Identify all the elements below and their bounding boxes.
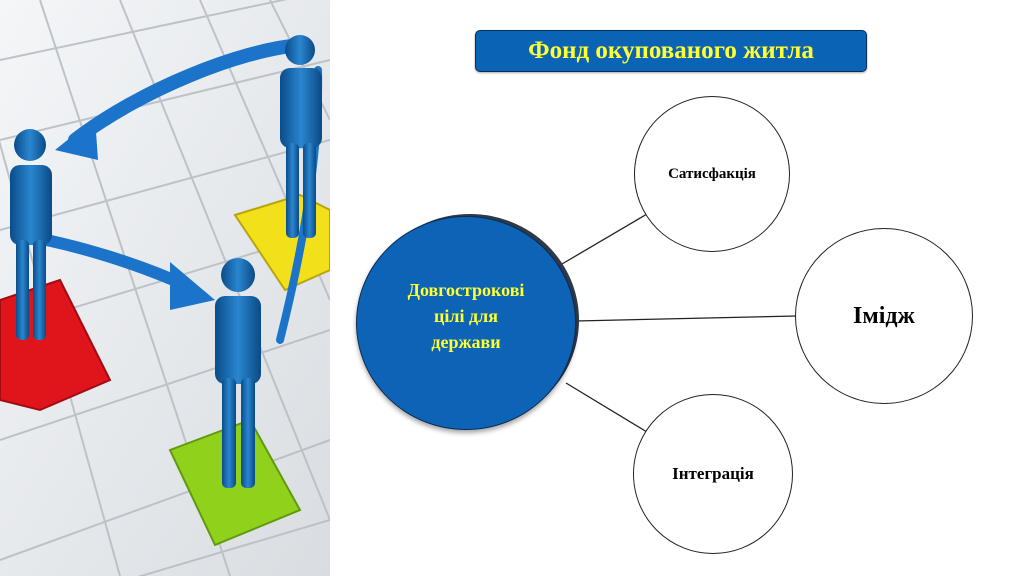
connector-right	[575, 315, 797, 322]
node-image: Імідж	[795, 228, 973, 404]
node-satisfaction-label: Сатисфакція	[668, 165, 756, 182]
people-puzzle-illustration	[0, 0, 330, 576]
node-integration: Інтеграція	[633, 394, 793, 554]
node-integration-label: Інтеграція	[672, 464, 754, 483]
node-satisfaction: Сатисфакція	[634, 96, 790, 252]
page-title: Фонд окупованого житла	[475, 30, 867, 72]
connector-top	[561, 213, 648, 265]
center-node-label: Довгострокові цілі для держави	[407, 279, 525, 353]
center-node: Довгострокові цілі для держави	[356, 216, 576, 430]
node-image-label: Імідж	[853, 302, 915, 329]
connector-bottom	[565, 382, 648, 433]
